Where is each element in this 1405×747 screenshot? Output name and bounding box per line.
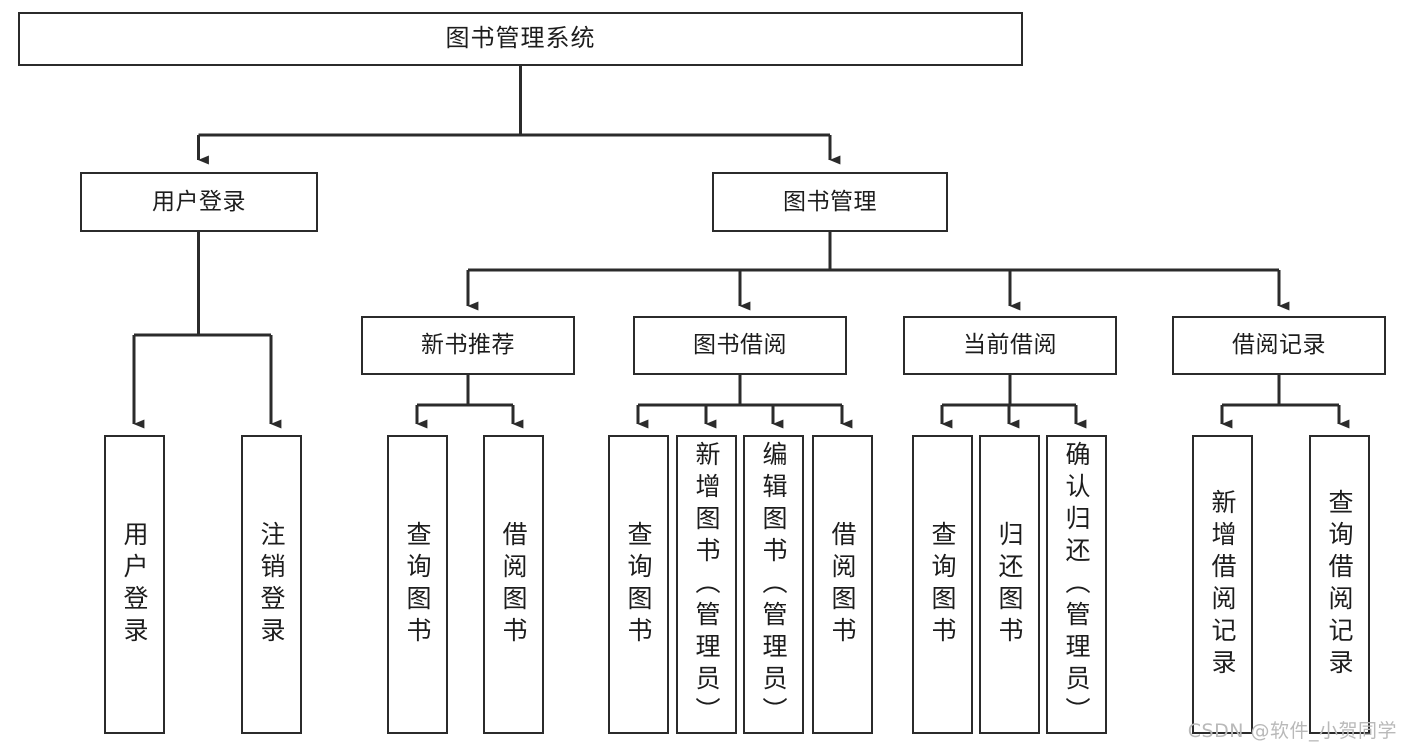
node-label: 编辑图书（管理员） [759, 440, 788, 729]
node-label: 确认归还（管理员） [1062, 440, 1091, 729]
leaf-borrow-records-query-record[interactable]: 查询借阅记录 [1309, 435, 1370, 734]
leaf-current-borrow-confirm-return-admin[interactable]: 确认归还（管理员） [1046, 435, 1107, 734]
node-label: 查询借阅记录 [1325, 488, 1354, 681]
watermark-text: CSDN @软件_小贺同学 [1187, 720, 1397, 742]
leaf-user-login-login[interactable]: 用户登录 [104, 435, 165, 734]
node-label: 图书管理 [783, 188, 877, 215]
node-new-book-recommend[interactable]: 新书推荐 [361, 316, 575, 375]
node-label: 查询图书 [928, 520, 957, 649]
node-label: 借阅图书 [828, 520, 857, 649]
leaf-new-book-borrow-book[interactable]: 借阅图书 [483, 435, 544, 734]
node-label: 查询图书 [403, 520, 432, 649]
node-label: 图书借阅 [693, 332, 787, 359]
node-label: 用户登录 [152, 188, 246, 215]
node-label: 查询图书 [624, 520, 653, 649]
node-book-borrow[interactable]: 图书借阅 [633, 316, 847, 375]
leaf-book-borrow-borrow-book[interactable]: 借阅图书 [812, 435, 873, 734]
node-borrow-records[interactable]: 借阅记录 [1172, 316, 1386, 375]
node-label: 图书管理系统 [445, 24, 596, 53]
node-label: 归还图书 [995, 520, 1024, 649]
node-label: 当前借阅 [963, 332, 1057, 359]
leaf-current-borrow-return-book[interactable]: 归还图书 [979, 435, 1040, 734]
node-label: 借阅记录 [1232, 332, 1326, 359]
leaf-book-borrow-add-book-admin[interactable]: 新增图书（管理员） [676, 435, 737, 734]
leaf-user-login-logout[interactable]: 注销登录 [241, 435, 302, 734]
leaf-book-borrow-edit-book-admin[interactable]: 编辑图书（管理员） [743, 435, 804, 734]
leaf-borrow-records-add-record[interactable]: 新增借阅记录 [1192, 435, 1253, 734]
leaf-book-borrow-query-book[interactable]: 查询图书 [608, 435, 669, 734]
node-label: 注销登录 [257, 520, 286, 649]
node-current-borrow[interactable]: 当前借阅 [903, 316, 1117, 375]
leaf-new-book-query-book[interactable]: 查询图书 [387, 435, 448, 734]
node-label: 用户登录 [120, 520, 149, 649]
node-book-management[interactable]: 图书管理 [712, 172, 948, 232]
node-root-system[interactable]: 图书管理系统 [18, 12, 1023, 66]
node-label: 新增图书（管理员） [692, 440, 721, 729]
node-label: 新书推荐 [421, 332, 515, 359]
node-user-login[interactable]: 用户登录 [80, 172, 318, 232]
leaf-current-borrow-query-book[interactable]: 查询图书 [912, 435, 973, 734]
node-label: 新增借阅记录 [1208, 488, 1237, 681]
node-label: 借阅图书 [499, 520, 528, 649]
